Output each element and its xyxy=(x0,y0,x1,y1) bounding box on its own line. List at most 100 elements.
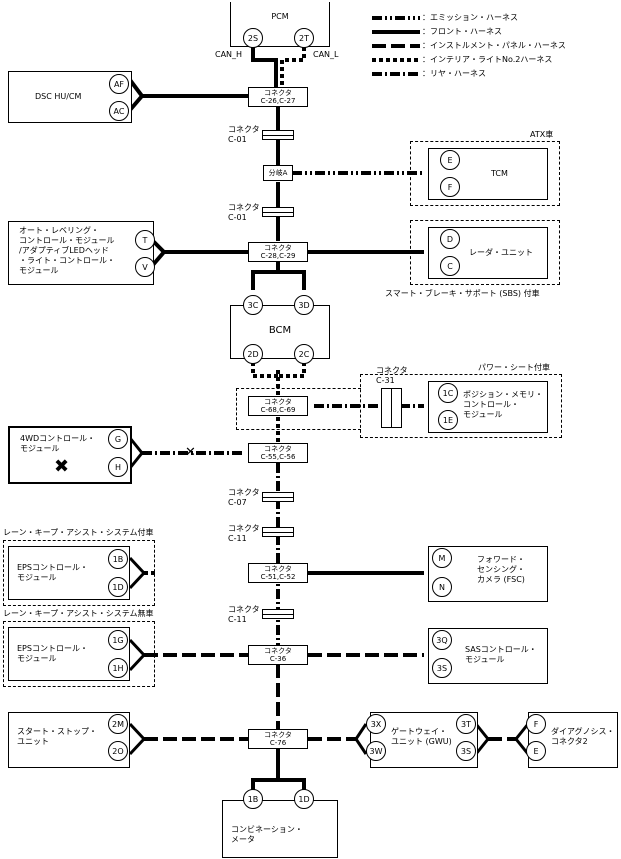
wire-gwu-right-fork xyxy=(474,723,490,755)
awd-pin-h: H xyxy=(108,457,128,477)
connector-c76: コネクタ C-76 xyxy=(248,729,308,749)
radar-label: レーダ・ユニット xyxy=(469,248,533,257)
connector-c11a xyxy=(262,527,294,537)
bcm-pin-2c: 2C xyxy=(294,344,314,364)
eps-with-option-box xyxy=(3,540,155,606)
start-stop-pin-2m: 2M xyxy=(108,714,128,734)
lighting-module-box: オート・レベリング・ コントロール・モジュール /アダプティブLEDヘッド ・ラ… xyxy=(8,221,154,285)
eps-with-label: EPSコントロール・ モジュール xyxy=(17,563,88,582)
dsc-pin-af: AF xyxy=(109,74,129,94)
connector-c01b xyxy=(262,207,294,217)
legend-rear: ：リヤ・ハーネス xyxy=(422,69,486,78)
eps-without-pin-1h: 1H xyxy=(108,658,128,678)
bcm-pin-2d: 2D xyxy=(243,344,263,364)
wire-bcm-2c xyxy=(278,362,306,378)
seat-note: パワー・シート付車 xyxy=(478,363,550,372)
wire-meter-1b xyxy=(251,748,280,795)
wire-to-bcm-3c xyxy=(251,260,280,290)
start-stop-pin-2o: 2O xyxy=(108,741,128,761)
connector-c11b xyxy=(262,609,294,619)
eps-without-option-box xyxy=(3,621,155,687)
pcm-label: PCM xyxy=(271,12,289,21)
gwu-pin-3w: 3W xyxy=(366,741,386,761)
bcm-pin-3c: 3C xyxy=(243,295,263,315)
can-l-label: CAN_L xyxy=(313,50,339,59)
eps-with-pin-1d: 1D xyxy=(108,577,128,597)
eps-with-pin-1b: 1B xyxy=(108,549,128,569)
fsc-label: フォワード・ センシング・ カメラ (FSC) xyxy=(477,555,525,584)
meter-pin-1b: 1B xyxy=(243,789,263,809)
connector-c31-right xyxy=(391,388,402,428)
connector-c51-c52: コネクタ C-51,C-52 xyxy=(248,563,308,583)
radar-pin-d: D xyxy=(440,229,460,249)
sas-pin-3q: 3Q xyxy=(432,630,452,650)
diag-pin-f: F xyxy=(526,714,546,734)
dsc-pin-ac: AC xyxy=(109,101,129,121)
pcm-pin-2t: 2T xyxy=(294,28,314,48)
connector-c36: コネクタ C-36 xyxy=(248,645,308,665)
wire-bcm-2d xyxy=(251,362,278,378)
diag-pin-e: E xyxy=(526,741,546,761)
gwu-pin-3x: 3X xyxy=(366,714,386,734)
eps-without-note: レーン・キープ・アシスト・システム無車 xyxy=(3,609,154,618)
branch-a: 分岐A xyxy=(263,165,293,181)
connector-c68-c69: コネクタ C-68,C-69 xyxy=(248,396,308,416)
wire-to-bcm-3d xyxy=(278,270,306,290)
connector-c26-c27: コネクタ C-26,C-27 xyxy=(248,87,308,107)
eps-with-note: レーン・キープ・アシスト・システム付車 xyxy=(3,528,154,537)
seat-option-box-ext xyxy=(236,388,361,430)
seat-module-label: ポジション・メモリ・ コントロール・ モジュール xyxy=(463,390,543,419)
awd-error-icon: ✖ xyxy=(54,456,70,477)
meter-label: コンビネーション・ メータ xyxy=(231,825,303,844)
gwu-pin-3t: 3T xyxy=(456,714,476,734)
wire-gwu-fork xyxy=(354,723,368,755)
tcm-option-box xyxy=(410,141,560,206)
connector-c28-c29: コネクタ C-28,C-29 xyxy=(248,242,308,262)
connector-c55-c56: コネクタ C-55,C-56 xyxy=(248,443,308,463)
gwu-pin-3s: 3S xyxy=(456,741,476,761)
connector-c07 xyxy=(262,492,294,502)
line-break-icon: ✕ xyxy=(185,445,196,460)
wire-4wd-fork xyxy=(128,437,144,469)
legend-ip: ：インストルメント・パネル・ハーネス xyxy=(422,41,566,50)
radar-pin-c: C xyxy=(440,256,460,276)
connector-c11a-label: コネクタ C-11 xyxy=(228,524,260,543)
legend-interior: ：インテリア・ライトNo.2ハーネス xyxy=(422,55,553,64)
lighting-module-label: オート・レベリング・ コントロール・モジュール /アダプティブLEDヘッド ・ラ… xyxy=(19,226,115,275)
wire-start-stop-fork xyxy=(128,722,147,756)
connector-c01a xyxy=(262,130,294,140)
wire-eps-with-fork xyxy=(128,556,147,590)
seat-pin-1c: 1C xyxy=(438,383,458,403)
wire-pcm-canl xyxy=(280,40,306,88)
awd-module-label: 4WDコントロール・ モジュール xyxy=(20,434,96,453)
connector-c01a-label: コネクタ C-01 xyxy=(228,125,260,144)
wire-dsc xyxy=(128,78,248,112)
meter-pin-1d: 1D xyxy=(294,789,314,809)
bcm-label: BCM xyxy=(268,325,292,336)
eps-without-pin-1g: 1G xyxy=(108,630,128,650)
diag-connector-label: ダイアグノシス・ コネクタ2 xyxy=(551,727,615,746)
wire-diag-fork xyxy=(514,723,530,755)
legend-emission: ：エミッション・ハーネス xyxy=(422,13,518,22)
dsc-label: DSC HU/CM xyxy=(35,92,82,101)
legend-front: ：フロント・ハーネス xyxy=(422,27,502,36)
seat-option-box xyxy=(360,374,562,438)
awd-pin-g: G xyxy=(108,429,128,449)
fsc-pin-m: M xyxy=(432,548,452,568)
radar-option-box xyxy=(410,220,560,285)
sas-pin-3s: 3S xyxy=(432,658,452,678)
connector-c01b-label: コネクタ C-01 xyxy=(228,203,260,222)
connector-c31-label: コネクタ C-31 xyxy=(376,366,408,385)
can-h-label: CAN_H xyxy=(215,50,243,59)
tcm-label: TCM xyxy=(491,169,508,178)
radar-note: スマート・ブレーキ・サポート (SBS) 付車 xyxy=(385,289,540,298)
tcm-note: ATX車 xyxy=(530,130,554,139)
eps-without-label: EPSコントロール・ モジュール xyxy=(17,644,88,663)
lighting-pin-v: V xyxy=(135,257,155,277)
tcm-pin-f: F xyxy=(440,177,460,197)
fsc-pin-n: N xyxy=(432,577,452,597)
wire-eps-without-fork xyxy=(128,638,147,672)
sas-label: SASコントロール・ モジュール xyxy=(465,645,537,664)
